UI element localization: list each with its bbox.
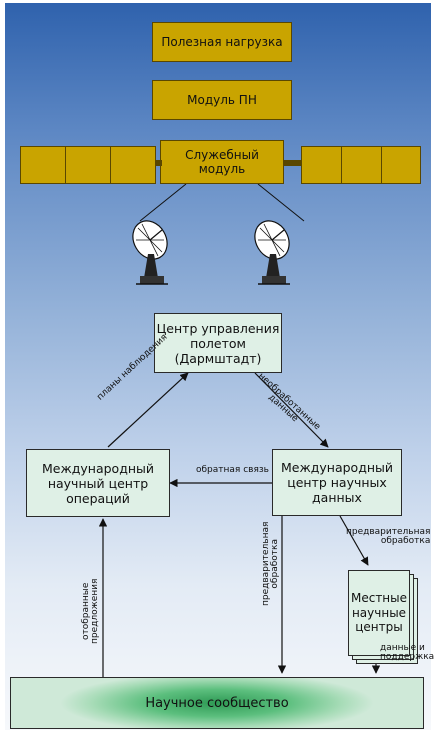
service-module-box: Служебный модуль [160,140,284,184]
label-data-support: данные и поддержка [380,643,435,663]
science-ops-box: Международный научный центр операций [26,449,170,517]
arrow-raw-data [254,372,329,448]
science-community-box: Научное сообщество [10,677,424,729]
payload-module-box: Модуль ПН [152,80,292,120]
payload-box: Полезная нагрузка [152,22,292,62]
satellite-dish-icon [132,220,168,285]
downlink-line-left [139,183,187,222]
downlink-line-right [257,183,305,222]
label-preprocessing-vertical: предварительная обработка [261,521,281,606]
label-selected-proposals: отобранные предложения [81,578,101,644]
label-feedback: обратная связь [196,465,269,475]
arrow-preprocessing-local [339,515,369,566]
arrow-observation-plans [107,372,189,448]
satellite-dish-icon [254,220,290,285]
panel-mount-left [156,160,162,166]
science-data-box: Международный центр научных данных [272,449,402,516]
panel-mount-right [283,160,301,166]
science-community-label: Научное сообщество [145,695,289,711]
mission-control-box: Центр управления полетом (Дармштадт) [154,313,282,373]
label-preprocessing-right: предварительная обработка [346,527,431,547]
local-centers-box: Местные научные центры [348,570,410,656]
